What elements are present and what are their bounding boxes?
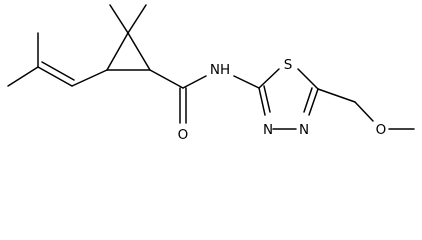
bond-s-c5 (297, 68, 319, 90)
structure-canvas: O NH S N N O (7, 4, 415, 143)
atom-label-ring-nitrogen-left: N (263, 122, 273, 138)
bond-carbonyl-to-nh (182, 75, 207, 89)
bond-cyclopropane-1 (106, 32, 129, 71)
bond-gem-methyl-1 (109, 4, 129, 34)
atom-label-thiadiazole-sulfur: S (284, 57, 293, 73)
bond-c2-s (258, 68, 280, 89)
bond-c2-n3-double (263, 85, 271, 113)
bond-c2-n3 (258, 87, 266, 116)
bond-c5-to-ch2 (317, 88, 356, 103)
atom-label-amide-nh: NH (210, 62, 230, 78)
bond-n4-c5 (308, 88, 319, 116)
bond-gem-methyl-2 (127, 4, 147, 34)
bond-alkene-double (41, 61, 75, 81)
bond-cyclopropane-2 (127, 32, 151, 71)
atom-label-ring-nitrogen-right: N (299, 122, 309, 138)
atom-label-ether-oxygen: O (376, 122, 387, 138)
chemical-structure-diagram: O NH S N N O (7, 4, 415, 143)
bond-vinyl-to-ring (71, 69, 108, 87)
bond-n4-c5-double (303, 87, 313, 113)
bond-nh-to-thiadiazole (233, 75, 260, 89)
bond-ch2-to-o (354, 101, 374, 122)
bond-ring-to-carbonyl (149, 69, 184, 89)
atom-label-amide-oxygen: O (178, 127, 189, 143)
bond-methyl-left (7, 66, 39, 87)
bond-alkene (37, 66, 73, 87)
